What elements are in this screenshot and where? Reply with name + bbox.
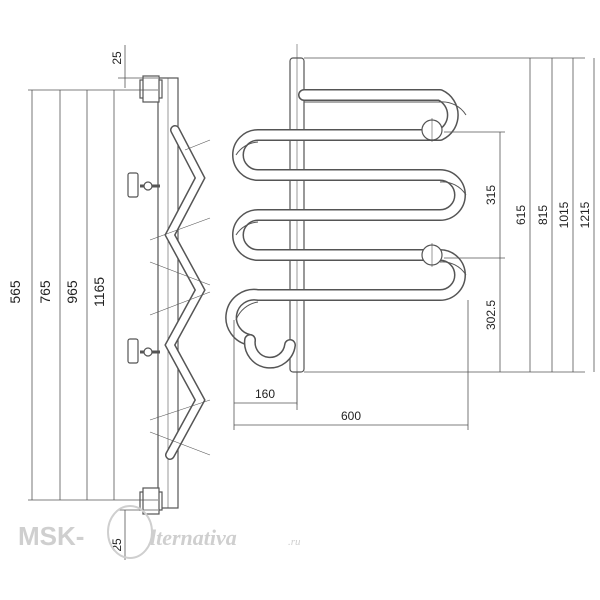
side-height-dimension-lines [28, 89, 158, 501]
watermark-logo: MSK- lternativa .ru [18, 505, 301, 559]
front-view [225, 44, 595, 430]
side-height-label-2: 765 [37, 280, 53, 304]
side-swing-arms-inner [166, 126, 204, 459]
side-height-label-4: 1165 [91, 277, 107, 307]
side-top-offset-label: 25 [110, 51, 124, 65]
side-view [28, 45, 211, 560]
side-height-label-3: 965 [64, 280, 80, 304]
watermark-brand-left: MSK- [18, 521, 84, 551]
front-coil-return-inner [245, 335, 295, 368]
side-bracket-lower-plate [127, 338, 139, 364]
side-height-label-1: 565 [7, 280, 23, 304]
front-width-dimension-lines [233, 300, 469, 430]
watermark-circle-icon [107, 505, 153, 559]
front-height-label-1: 615 [514, 205, 528, 225]
side-construction-lines [149, 139, 211, 456]
front-total-width-label: 600 [341, 409, 361, 423]
watermark-brand-suffix: .ru [288, 536, 301, 548]
front-height-label-4: 1215 [578, 201, 592, 228]
front-serpentine-coil-inner [226, 90, 465, 345]
side-top-nut [142, 75, 160, 103]
front-top-gap-label: 315 [484, 185, 498, 205]
front-bottom-gap-label: 302.5 [484, 300, 498, 330]
side-bracket-lower-nut [143, 347, 153, 357]
side-offset-lines [118, 45, 158, 560]
front-height-dimension-lines [304, 57, 595, 373]
side-bottom-nut [142, 487, 160, 515]
watermark-brand-script: lternativa [150, 525, 237, 550]
side-bracket-upper-nut [143, 181, 153, 191]
front-wall-offset-label: 160 [255, 387, 275, 401]
side-bottom-offset-label: 25 [110, 538, 124, 552]
front-coil-outer-loops [235, 101, 467, 321]
front-height-label-2: 815 [536, 205, 550, 225]
front-height-label-3: 1015 [557, 201, 571, 228]
side-bracket-upper-plate [127, 172, 139, 198]
